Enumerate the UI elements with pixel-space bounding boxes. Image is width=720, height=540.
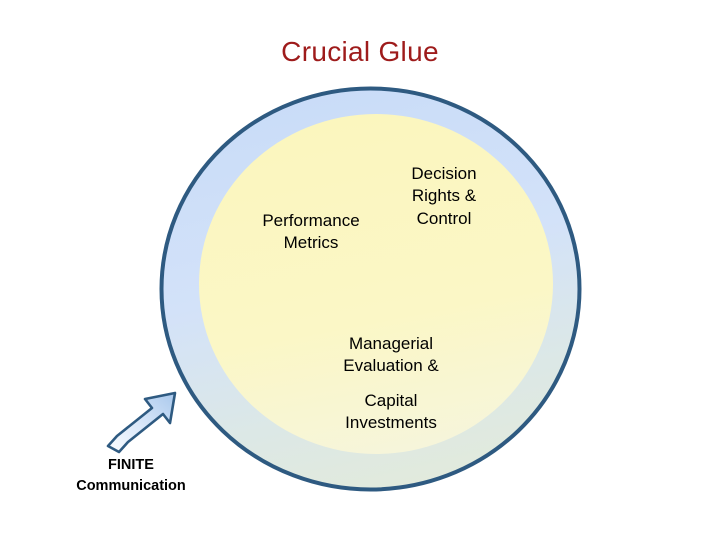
caption-line-communication: Communication xyxy=(76,477,186,494)
circle-inner-fill xyxy=(199,114,553,454)
label-capital-investments: Capital Investments xyxy=(345,391,437,433)
page-title: Crucial Glue xyxy=(281,36,439,67)
crucial-glue-circle-diagram xyxy=(158,85,583,493)
label-performance-metrics: Performance Metrics xyxy=(262,211,360,253)
caption-line-finite: FINITE xyxy=(108,457,154,473)
label-managerial-evaluation: Managerial Evaluation & xyxy=(343,334,439,376)
arrow-shape xyxy=(106,391,177,454)
arrow-up-right-icon xyxy=(104,388,180,454)
label-decision-rights-control: Decision Rights & Control xyxy=(411,164,477,228)
finite-communication-caption: FINITE Communication xyxy=(38,455,224,496)
